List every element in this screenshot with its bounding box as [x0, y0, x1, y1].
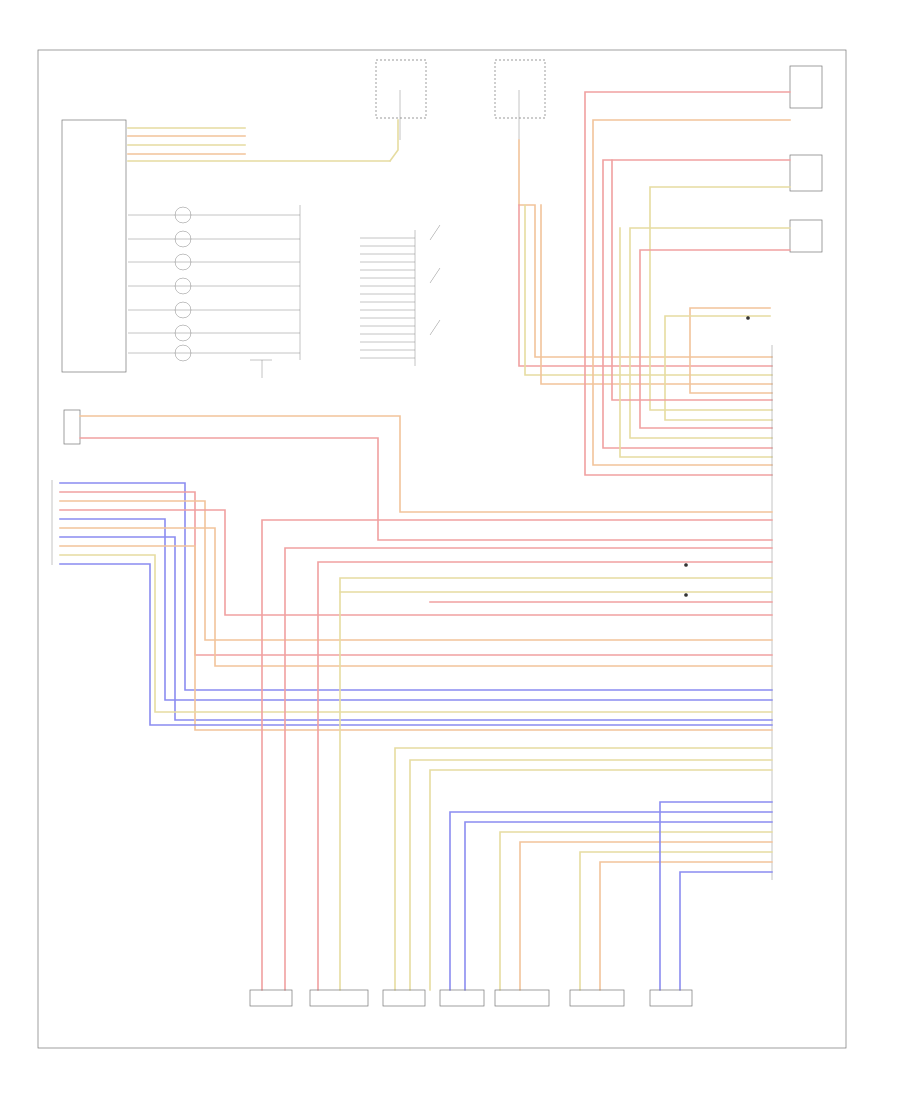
left-harness-connector [51, 480, 773, 731]
speaker-lf-door [309, 989, 369, 1007]
top-right-feeds [584, 91, 791, 476]
diagram-frame [37, 49, 847, 1049]
control-module-box [61, 119, 127, 373]
speaker-lf-tweeter [249, 989, 293, 1007]
top-right-components [789, 65, 823, 253]
speaker-center [382, 989, 426, 1007]
fuse-right [494, 59, 546, 140]
speaker-lr-door [494, 989, 550, 1007]
fuse-left [375, 59, 427, 140]
splice-markers [684, 316, 750, 597]
speaker-feeds [261, 519, 773, 991]
module-top-wires [127, 119, 399, 163]
fuse-right-feed [518, 139, 773, 385]
speaker-rr-door [569, 989, 625, 1007]
center-switch-strip [360, 230, 416, 366]
center-switches [429, 224, 441, 336]
left-top-speaker-connector [63, 409, 773, 541]
switch-stack [128, 205, 301, 378]
speaker-rf-door [439, 989, 485, 1007]
speaker-lr-tweeter [649, 989, 693, 1007]
speaker-row [249, 989, 693, 1007]
